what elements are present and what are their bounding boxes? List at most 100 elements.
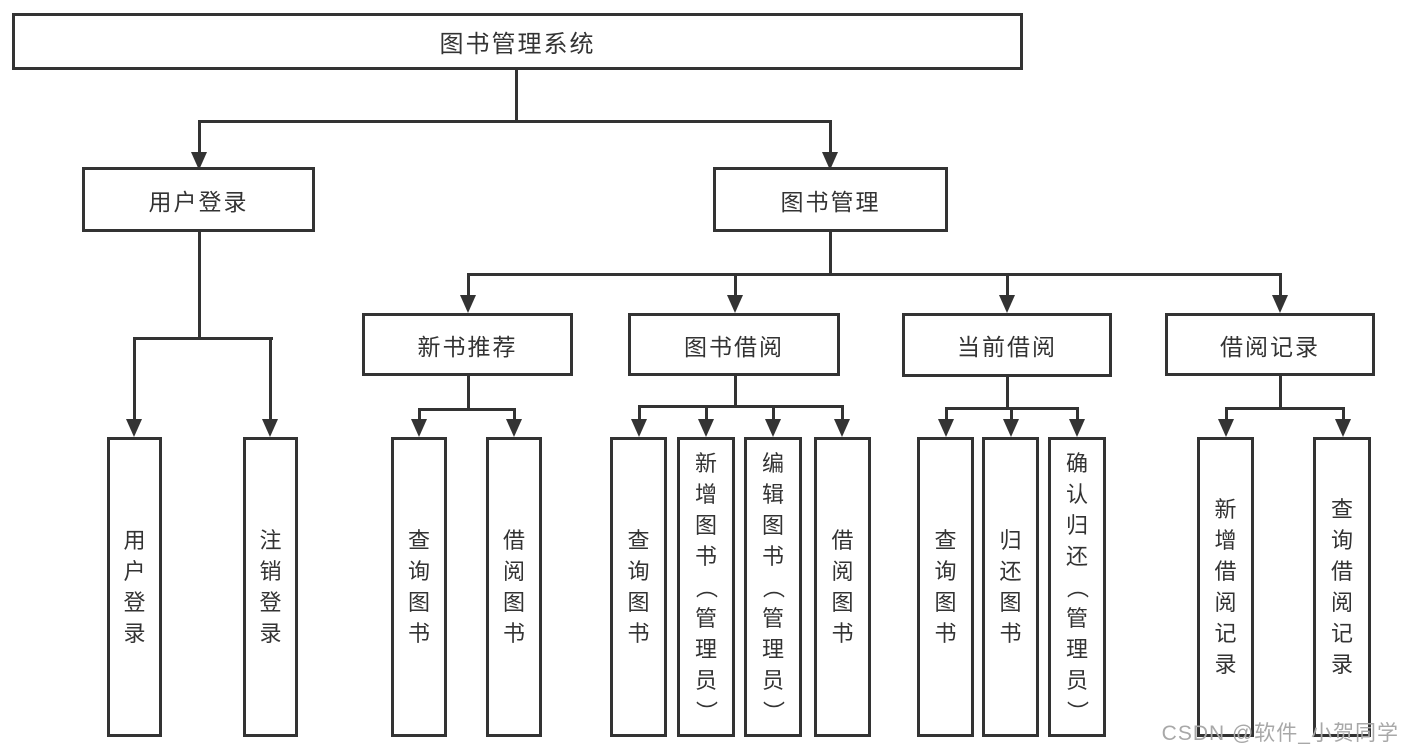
node-label-char: ） (760, 699, 786, 723)
arrowhead-down-icon (506, 419, 522, 437)
node-label-char: 阅 (1214, 590, 1237, 615)
node-label-char: 记 (1214, 621, 1237, 646)
node-leaf-borrow-book-1: 借阅图书 (486, 437, 542, 737)
node-borrow-records: 借阅记录 (1165, 313, 1375, 376)
node-label-char: 辑 (761, 481, 784, 507)
connector-vline (513, 408, 516, 421)
node-label-char: 书 (502, 621, 525, 646)
node-label-char: 员 (761, 667, 784, 693)
node-label-char: 书 (831, 621, 854, 646)
connector-vline (638, 405, 641, 421)
connector-hline (419, 408, 515, 411)
connector-vline (198, 232, 201, 337)
connector-vline (269, 337, 272, 421)
node-label-char: 登 (259, 590, 282, 615)
node-leaf-user-login: 用户登录 (107, 437, 162, 737)
node-label-char: 书 (407, 621, 430, 646)
node-label-char: 理 (1065, 636, 1088, 662)
node-leaf-add-book: 新增图书（管理员） (677, 437, 735, 737)
arrowhead-down-icon (1003, 419, 1019, 437)
node-label-char: 阅 (831, 559, 854, 584)
node-label-char: 录 (123, 621, 146, 646)
node-leaf-logout: 注销登录 (243, 437, 298, 737)
node-label-char: 图 (407, 590, 430, 615)
node-label-char: 查 (407, 528, 430, 553)
node-label-char: 借 (1214, 559, 1237, 584)
node-label-char: 阅 (1330, 590, 1353, 615)
arrowhead-down-icon (631, 419, 647, 437)
arrowhead-down-icon (1218, 419, 1234, 437)
arrowhead-down-icon (698, 419, 714, 437)
node-label-char: 理 (694, 636, 717, 662)
node-label-char: 员 (1065, 667, 1088, 693)
connector-vline (198, 120, 201, 154)
node-leaf-edit-book: 编辑图书（管理员） (744, 437, 802, 737)
node-label-char: 新 (694, 450, 717, 476)
connector-vline (1006, 273, 1009, 297)
node-label-char: 借 (1330, 559, 1353, 584)
node-label-char: 录 (259, 621, 282, 646)
node-label-char: 查 (934, 528, 957, 553)
connector-vline (734, 376, 737, 405)
connector-hline (199, 120, 831, 123)
node-root: 图书管理系统 (12, 13, 1023, 70)
node-label-char: 管 (694, 605, 717, 631)
node-book-mgmt: 图书管理 (713, 167, 948, 232)
node-leaf-borrow-book-2: 借阅图书 (814, 437, 871, 737)
connector-vline (418, 408, 421, 421)
node-label-char: 阅 (502, 559, 525, 584)
node-label-char: 销 (259, 559, 282, 584)
connector-vline (841, 405, 844, 421)
node-label-char: 图 (694, 512, 717, 538)
node-label-char: 户 (123, 559, 146, 584)
arrowhead-down-icon (822, 152, 838, 170)
node-label-char: 图 (831, 590, 854, 615)
node-label-char: 理 (761, 636, 784, 662)
node-label-char: 增 (1214, 528, 1237, 553)
connector-hline (468, 273, 1281, 276)
node-label-char: 询 (934, 559, 957, 584)
node-label-char: 归 (1065, 512, 1088, 538)
node-label-char: 图 (999, 590, 1022, 615)
connector-vline (1279, 273, 1282, 297)
node-label-char: 借 (831, 528, 854, 553)
node-label-char: 询 (627, 559, 650, 584)
arrowhead-down-icon (460, 295, 476, 313)
arrowhead-down-icon (834, 419, 850, 437)
node-label-char: 新 (1214, 497, 1237, 522)
node-new-book-rec: 新书推荐 (362, 313, 573, 376)
connector-vline (829, 120, 832, 154)
connector-vline (1225, 407, 1228, 421)
node-label-char: 用 (123, 528, 146, 553)
arrowhead-down-icon (999, 295, 1015, 313)
node-label-char: 图 (627, 590, 650, 615)
connector-vline (772, 405, 775, 421)
connector-hline (1226, 407, 1344, 410)
node-label-char: 管 (1065, 605, 1088, 631)
node-label-char: 归 (999, 528, 1022, 553)
connector-vline (1279, 376, 1282, 407)
node-current-borrow: 当前借阅 (902, 313, 1112, 377)
connector-vline (1006, 377, 1009, 407)
node-label-char: 员 (694, 667, 717, 693)
connector-vline (515, 70, 518, 120)
node-label-char: 图 (502, 590, 525, 615)
node-leaf-query-book-3: 查询图书 (917, 437, 974, 737)
connector-vline (133, 337, 136, 421)
connector-vline (829, 232, 832, 273)
arrowhead-down-icon (191, 152, 207, 170)
arrowhead-down-icon (262, 419, 278, 437)
connector-hline (946, 407, 1078, 410)
node-label-char: 增 (694, 481, 717, 507)
node-label-char: （ (760, 575, 786, 599)
node-leaf-confirm-return: 确认归还（管理员） (1048, 437, 1106, 737)
node-book-borrow: 图书借阅 (628, 313, 840, 376)
connector-hline (134, 337, 273, 340)
node-label-char: （ (693, 575, 719, 599)
connector-vline (467, 376, 470, 408)
csdn-watermark: CSDN @软件_小贺同学 (1161, 722, 1399, 745)
connector-vline (945, 407, 948, 421)
arrowhead-down-icon (411, 419, 427, 437)
node-label-char: 录 (1214, 652, 1237, 677)
